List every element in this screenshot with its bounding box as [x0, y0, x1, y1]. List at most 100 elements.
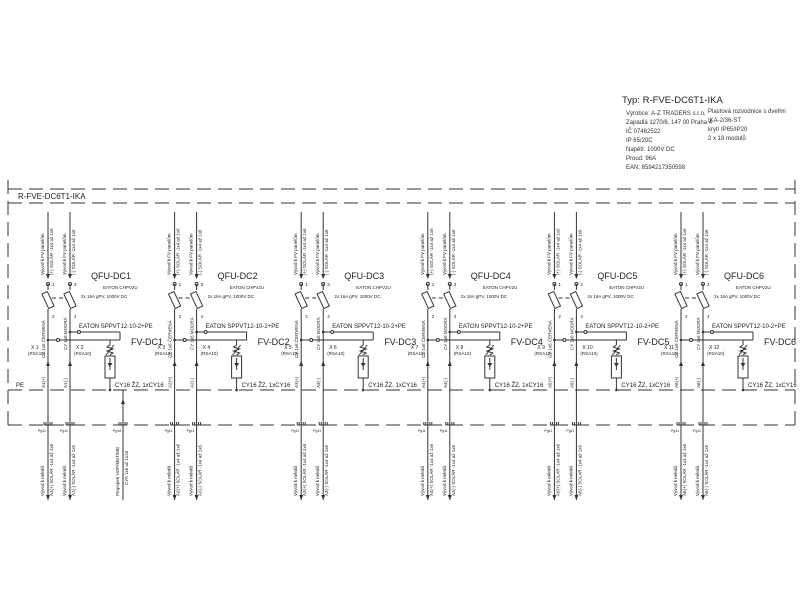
junction-dot — [553, 338, 556, 342]
varistor-icon — [358, 344, 368, 356]
terminal-type: (RSA10) — [707, 351, 725, 356]
arrow-down-icon — [299, 495, 304, 500]
cable-gland-icon — [118, 422, 128, 426]
terminal-number: 2 — [685, 314, 688, 319]
info-line: Výrobce: A-Z TRADERS s.r.o. — [626, 111, 706, 117]
fuse-element — [696, 290, 710, 310]
arrow-up-icon — [299, 361, 304, 366]
top-wire-description: Vývod k FV panelům — [166, 233, 172, 275]
bottom-wire-minus-label: A4(-) SOLÁR -1x4 až 1x6 — [450, 444, 456, 496]
varistor-icon — [485, 344, 495, 356]
terminal-number: 3 — [327, 282, 330, 287]
arrow-up-icon — [121, 399, 125, 404]
terminal-plus-label: X 3 — [158, 345, 166, 351]
arrow-down-icon — [321, 274, 326, 279]
terminal-number: 3 — [454, 282, 457, 287]
cable-gland-label: Pg11 — [313, 429, 321, 433]
junction-dot — [741, 388, 745, 392]
fuse-type: EATON CHPV2U — [483, 285, 518, 290]
spd-designation: FV-DC1 — [131, 337, 163, 347]
bottom-wire-plus-label: A4(+) SOLÁR -1x4 až 1x6 — [428, 443, 434, 496]
bottom-wire-description: Vývod k měniči — [315, 466, 320, 496]
spd-type: EATON SPPVT12-10-2+PE — [79, 324, 153, 330]
terminal-number: 4 — [327, 314, 330, 319]
positive-wire-label: CY 1x6 ČERVENÁ — [293, 320, 299, 358]
arrow-down-icon — [425, 274, 430, 279]
arrow-down-icon — [321, 495, 326, 500]
bottom-wire-description: Vývod k měniči — [420, 466, 425, 496]
cable-gland-label: Pg11 — [187, 429, 195, 433]
cable-gland-label: Pg11 — [38, 429, 46, 433]
bottom-wire-minus-label: A5(-) SOLÁR -1x4 až 1x6 — [576, 444, 582, 496]
pe-label: PE — [16, 383, 24, 389]
junction-dot — [426, 338, 430, 342]
junction-dot — [575, 330, 578, 334]
spd-designation: FV-DC6 — [764, 337, 796, 347]
arrow-down-icon — [46, 274, 50, 279]
output-plus-label: A1(+) — [41, 376, 46, 388]
top-wire-description: Vývod k FV panelům — [441, 233, 447, 275]
contact — [56, 338, 60, 342]
negative-wire-label: CY 1x6 MODRÁ — [568, 317, 574, 350]
spd-type: EATON SPPVT12-10-2+PE — [206, 324, 280, 330]
cable-gland-label: Pg11 — [418, 429, 426, 433]
fuse-element — [41, 290, 55, 310]
arrow-up-icon — [679, 361, 683, 366]
arrow-down-icon — [701, 495, 705, 500]
info-line: Napětí: 1000V DC — [626, 147, 675, 153]
arrow-up-icon — [447, 361, 452, 366]
arrow-up-icon — [574, 361, 579, 366]
contact — [203, 330, 208, 334]
positive-wire-label: CY 1x6 ČERVENÁ — [673, 320, 679, 358]
top-wire-plus-label: (+) SOLÁR -1x4 až 1x6 — [428, 228, 434, 275]
arrow-down-icon — [679, 274, 683, 279]
top-wire-description: Vývod k FV panelům — [545, 233, 551, 275]
top-wire-plus-label: (+) SOLÁR -1x4 až 1x6 — [301, 228, 307, 275]
output-minus-label: A5(-) — [569, 377, 574, 388]
terminal-number: 2 — [52, 314, 55, 319]
terminal-number: 4 — [74, 314, 77, 319]
terminal-number: 2 — [179, 314, 182, 319]
terminal-plus-label: X 11 — [664, 345, 674, 351]
varistor-icon — [738, 344, 748, 356]
positive-wire-label: CY 1x6 ČERVENÁ — [420, 320, 426, 358]
junction-dot — [235, 388, 238, 392]
terminal-type: (RSA10) — [408, 351, 426, 356]
top-wire-description: Vývod k FV panelům — [672, 233, 678, 275]
terminal-number: 3 — [580, 282, 583, 287]
arrow-up-icon — [172, 361, 177, 366]
terminal-minus-label: X 6 — [329, 345, 337, 351]
terminal-number: 3 — [74, 282, 77, 287]
bottom-wire-plus-label: A6(+) SOLÁR -1x4 až 1x6 — [681, 443, 687, 496]
fuse-element — [63, 290, 77, 310]
top-wire-plus-label: (+) SOLÁR -1x4 až 1x6 — [681, 228, 687, 275]
bottom-wire-plus-label: A5(+) SOLÁR -1x4 až 1x6 — [554, 443, 560, 496]
top-wire-description: Vývod k FV panelům — [567, 233, 573, 275]
title-block-manufacturer: Výrobce: A-Z TRADERS s.r.o. Zapadlá 1270… — [626, 110, 712, 173]
output-minus-label: A2(-) — [190, 377, 195, 388]
top-wire-minus-label: (-) SOLÁR -1x4 až 1x6 — [576, 229, 582, 275]
arrow-down-icon — [552, 274, 557, 279]
cable-gland-label: Pg11 — [544, 429, 552, 433]
fuse-type: EATON CHPV2U — [230, 285, 265, 290]
cable-gland-icon — [192, 422, 202, 426]
contact — [456, 330, 461, 334]
arrow-down-icon — [194, 495, 199, 500]
fuse-element — [189, 290, 204, 310]
fuse-element — [547, 290, 562, 310]
info-line: Proud: 96A — [626, 156, 657, 162]
spd-type: EATON SPPVT12-10-2+PE — [712, 324, 786, 330]
cable-gland-label: Pg11 — [60, 429, 68, 433]
arrow-down-icon — [447, 495, 452, 500]
junction-dot — [321, 330, 325, 334]
terminal-type: (RSA10) — [281, 351, 299, 356]
arrow-up-icon — [46, 361, 50, 366]
bottom-wire-minus-label: A3(-) SOLÁR -1x4 až 1x6 — [323, 444, 329, 496]
info-line: 2 x 18 modulů — [708, 136, 746, 142]
output-plus-label: A2(+) — [168, 376, 173, 388]
terminal-type: (RSA10) — [74, 351, 92, 356]
